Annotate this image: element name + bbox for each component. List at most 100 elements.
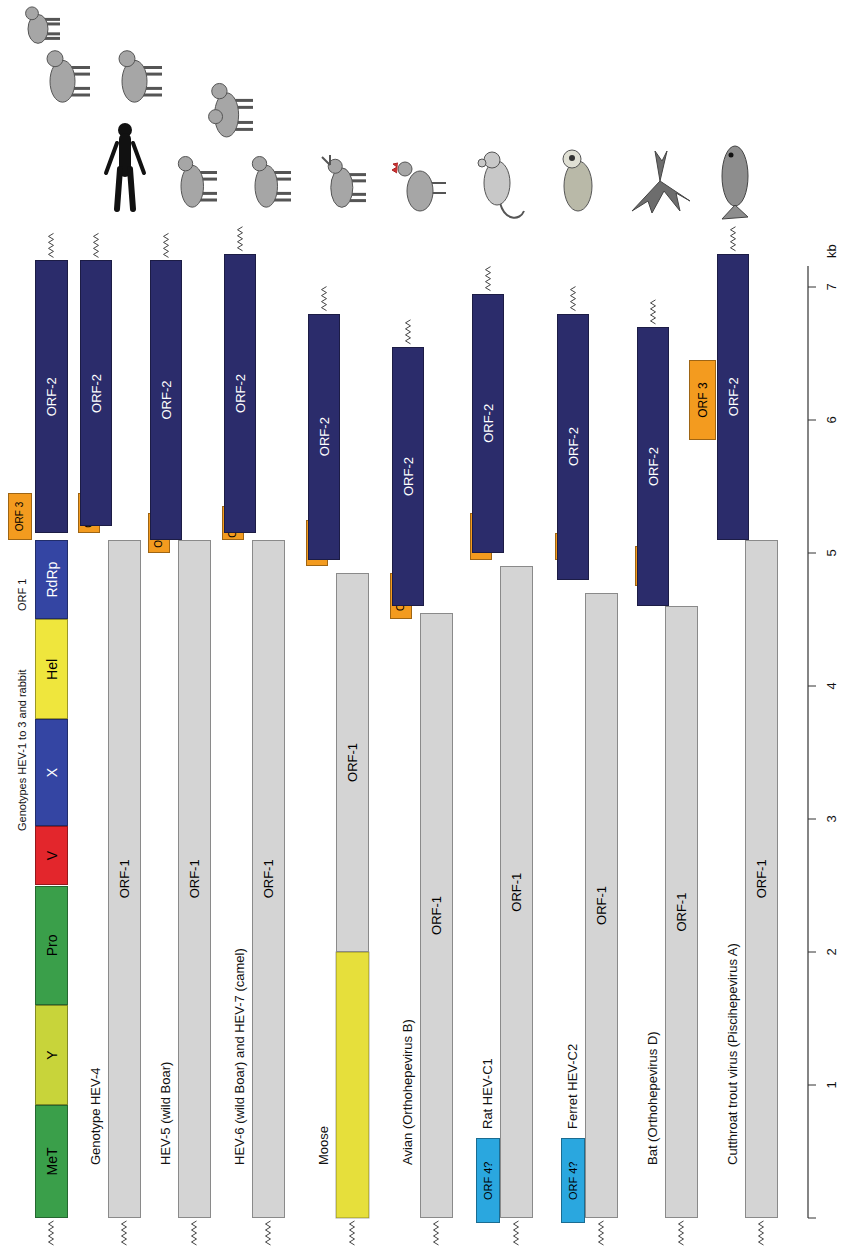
row-label: Genotype HEV-4 (89, 1067, 104, 1165)
orf-label: V (45, 851, 59, 860)
bat-icon (632, 151, 690, 213)
orf-label: ORF-1 (595, 886, 608, 925)
rat-icon (478, 152, 524, 218)
rabbit-icon (26, 7, 60, 43)
orf-label: ORF-1 (675, 893, 688, 932)
orf-label: Y (45, 1050, 59, 1059)
orf4-box: ORF 4? (476, 1138, 500, 1223)
orf2-box: ORF-2 (150, 260, 182, 539)
poly-a-tail (238, 227, 243, 251)
poly-a-tail (94, 233, 99, 257)
orf-label: ORF-1 (188, 859, 201, 898)
trout-icon (722, 146, 748, 219)
orf1-box: ORF-1 (585, 593, 618, 1218)
domain-box: V (35, 826, 68, 886)
axis-tick (808, 819, 816, 820)
poly-a-tail (49, 233, 54, 257)
poly-a-tail (571, 287, 576, 311)
axis-label: 5 (825, 549, 840, 556)
genome-end (514, 1221, 519, 1245)
orf1-box: ORF-1 (108, 540, 141, 1218)
genome-end (759, 1221, 764, 1245)
poly-a-tail (651, 300, 656, 324)
orf-label: ORF 3 (697, 382, 709, 417)
axis-label: 1 (825, 1081, 840, 1088)
orf2-box: ORF-2 (224, 254, 256, 533)
poly-a-tail (164, 233, 169, 257)
poly-a-tail (486, 267, 491, 291)
orf2-box: ORF-2 (472, 294, 504, 553)
orf1-box: ORF-1 (500, 566, 533, 1218)
genome-end (434, 1221, 439, 1245)
axis-label: 7 (825, 283, 840, 290)
axis-tick (808, 420, 816, 421)
axis-label: 4 (825, 682, 840, 689)
axis-tick (808, 952, 816, 953)
domain-box: Hel (35, 620, 68, 720)
row-label: Avian (Orthohepevirus B) (401, 1019, 416, 1165)
axis-tick (808, 1085, 816, 1086)
row-label: Cutthroat trout virus (Piscihepevirus A) (726, 943, 741, 1165)
row-label: Bat (Orthohepevirus D) (646, 1031, 661, 1165)
human-silhouette (106, 123, 144, 209)
axis-tick (808, 553, 816, 554)
row-label: Moose (317, 1126, 332, 1165)
orf-label: ORF-2 (482, 404, 495, 443)
orf-label: ORF-1 (118, 859, 131, 898)
domain-box: MeT (35, 1105, 68, 1218)
orf-label: ORF-2 (45, 377, 58, 416)
poly-a-tail (731, 227, 736, 251)
moose-orf1-segment (336, 952, 369, 1218)
orf-label: ORF-2 (318, 417, 331, 456)
genome-end (350, 1221, 355, 1245)
orf-label: ORF-2 (234, 374, 247, 413)
orf-label: RdRp (45, 562, 59, 598)
orf-label: Hel (45, 659, 59, 680)
orf-label: MeT (45, 1147, 59, 1175)
kb-axis (807, 266, 808, 1218)
orf-label: Pro (45, 934, 59, 956)
row-label: Rat HEV-C1 (481, 1058, 496, 1129)
axis-tick (808, 686, 816, 687)
orf3-box: ORF 3 (689, 360, 716, 440)
orf-label: ORF 4? (483, 1162, 494, 1201)
axis-label: 2 (825, 948, 840, 955)
orf-label: ORF-2 (90, 374, 103, 413)
orf2-box: ORF-2 (80, 260, 112, 526)
orf1-box: ORF-1 (665, 606, 698, 1218)
orf-label: ORF-1 (755, 859, 768, 898)
domain-box: Pro (35, 886, 68, 1006)
row-label: Ferret HEV-C2 (566, 1044, 581, 1129)
pig-icon (119, 51, 162, 102)
wild-boar-icon (178, 156, 217, 207)
orf1-box: ORF-1 (745, 540, 778, 1218)
axis-tick (808, 287, 816, 288)
row-label: HEV-6 (wild Boar) and HEV-7 (camel) (233, 948, 248, 1165)
axis-tick (808, 1218, 816, 1219)
orf2-box: ORF-2 (557, 314, 589, 580)
orf3-box: ORF 3 (8, 493, 32, 540)
row-label: ORF 1 (16, 579, 29, 611)
domain-box: Y (35, 1005, 68, 1105)
domain-box: RdRp (35, 540, 68, 620)
orf-label: ORF-1 (430, 896, 443, 935)
orf-label: ORF-2 (402, 457, 415, 496)
orf-label: ORF-2 (727, 377, 740, 416)
camel-icon (209, 83, 253, 137)
pig-icon (47, 51, 90, 102)
orf2-box: ORF-2 (308, 314, 340, 560)
genome-end (266, 1221, 271, 1245)
orf-label: ORF 3 (15, 502, 25, 531)
genome-end (122, 1221, 127, 1245)
poly-a-tail (322, 287, 327, 311)
genome-end (679, 1221, 684, 1245)
row-label: HEV-5 (wild Boar) (159, 1062, 174, 1165)
ferret-icon (563, 150, 592, 211)
orf-label: ORF 4? (568, 1162, 579, 1201)
genome-end (192, 1221, 197, 1245)
orf2-box: ORF-2 (717, 254, 749, 540)
orf-label: ORF-2 (160, 381, 173, 420)
chicken-icon (392, 162, 446, 211)
axis-label: kb (825, 244, 840, 258)
domain-box: X (35, 719, 68, 825)
